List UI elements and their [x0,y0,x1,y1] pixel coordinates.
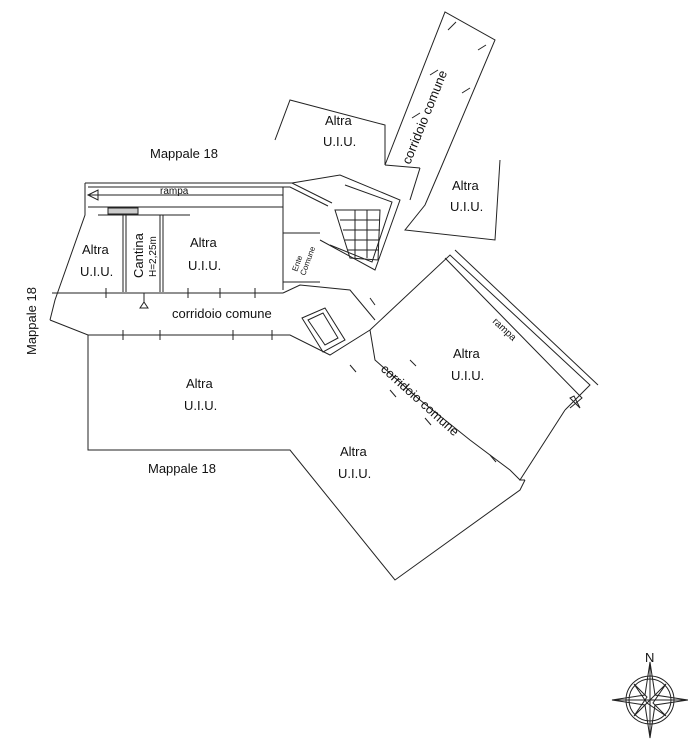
altra-uiu-6-line1: Altra [186,376,214,391]
corridor-top-right [274,11,501,241]
north-label: N [645,650,654,665]
mappale-left-label: Mappale 18 [24,287,39,355]
altra-uiu-7-line2: U.I.U. [338,466,371,481]
right-block [369,249,599,481]
altra-uiu-6-line2: U.I.U. [184,398,217,413]
altra-uiu-7-line1: Altra [340,444,368,459]
altra-uiu-4-line2: U.I.U. [450,199,483,214]
altra-uiu-5-line1: Altra [453,346,481,361]
corridoio-comune-center-label: corridoio comune [378,361,462,439]
altra-uiu-3-line2: U.I.U. [323,134,356,149]
altra-uiu-2-line2: U.I.U. [188,258,221,273]
mappale-top-label: Mappale 18 [150,146,218,161]
corridoio-comune-left-label: corridoio comune [172,306,272,321]
stairwell [291,174,401,271]
altra-uiu-5-line2: U.I.U. [451,368,484,383]
rampa-right-label: rampa [490,316,519,344]
corridor-left [49,284,526,581]
upper-rooms-walls [49,183,320,321]
cantina-height-label: H=2,25m [148,236,159,277]
north-arrow-icon [611,661,688,739]
altra-uiu-1-line2: U.I.U. [80,264,113,279]
rampa-top-label: rampa [160,186,189,197]
altra-uiu-4-line1: Altra [452,178,480,193]
altra-uiu-1-line1: Altra [82,242,110,257]
corridoio-comune-top-label: corridoio comune [399,68,450,166]
altra-uiu-3-line1: Altra [325,113,353,128]
mappale-bottom-label: Mappale 18 [148,461,216,476]
tick-marks [105,21,497,463]
altra-uiu-2-line1: Altra [190,235,218,250]
cantina-label: Cantina [131,232,146,278]
